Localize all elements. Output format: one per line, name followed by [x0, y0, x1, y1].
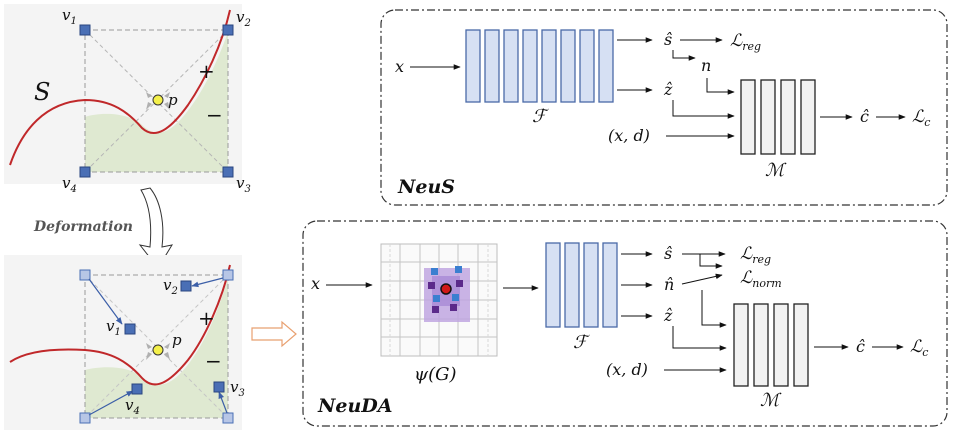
neus-encoder-mlp — [465, 29, 614, 103]
neus-z-hat: ẑ — [663, 80, 673, 99]
neuda-pipeline: NeuDA x — [302, 220, 948, 427]
neus-color-mlp — [740, 79, 816, 155]
label-v4: v4 — [62, 174, 77, 195]
vertex-v4 — [79, 166, 91, 178]
neuda-color-label: ℳ — [760, 390, 782, 411]
inside-sign-deformed: + — [198, 306, 215, 330]
neuda-loss-norm: ℒnorm — [740, 268, 782, 290]
surface-curve — [9, 9, 231, 166]
label-v2: v2 — [236, 8, 251, 29]
neuda-view-input: (x, d) — [606, 360, 648, 379]
neuda-c-hat: ĉ — [856, 337, 865, 356]
neus-loss-c: ℒc — [912, 107, 930, 129]
deformation-arrow: Deformation — [33, 187, 174, 269]
moved-vertex-v4 — [131, 383, 143, 395]
neus-loss-reg: ℒreg — [730, 31, 761, 53]
neuda-loss-reg: ℒreg — [740, 244, 771, 266]
vertex-v2 — [222, 24, 234, 36]
neuda-loss-c: ℒc — [910, 337, 928, 359]
neus-s-hat: ŝ — [664, 30, 672, 49]
left-bottom-panel: v2 v1 v3 v4 p + − — [4, 255, 245, 430]
grid-label: ψ(G) — [414, 364, 457, 385]
left-top-panel: S v1 v2 v4 v3 p + − — [4, 4, 251, 195]
outside-sign-deformed: − — [205, 349, 222, 373]
label-v3-deformed: v3 — [230, 378, 245, 399]
vertex-v1 — [79, 24, 91, 36]
label-v3: v3 — [236, 174, 251, 195]
neuda-z-hat: ẑ — [663, 306, 673, 325]
outside-sign: − — [206, 103, 223, 127]
neus-title: NeuS — [397, 176, 455, 198]
grid-query-point — [440, 283, 452, 295]
neuda-encoder-mlp — [545, 242, 618, 328]
neuda-encoder-label: ℱ — [573, 332, 590, 353]
moved-vertex-v1 — [124, 323, 136, 335]
query-point — [146, 92, 170, 110]
deformable-grid — [380, 243, 498, 357]
inside-sign: + — [198, 59, 215, 83]
to-neuda-arrow — [251, 320, 297, 348]
neus-view-input: (x, d) — [608, 126, 650, 145]
neuda-s-hat: ŝ — [664, 244, 672, 263]
label-p-deformed: p — [172, 331, 182, 349]
neus-input-x: x — [395, 57, 404, 76]
label-v1-deformed: v1 — [106, 317, 121, 338]
label-v1: v1 — [62, 6, 77, 27]
neus-encoder-label: ℱ — [532, 106, 549, 127]
neuda-n-hat: n̂ — [664, 275, 674, 294]
inside-region — [85, 32, 228, 172]
neus-pipeline: NeuS x ℱ ŝ ℒreg n ẑ (x, d) — [380, 9, 948, 206]
surface-curve-deformed — [9, 264, 231, 386]
vertex-v3 — [222, 166, 234, 178]
neuda-color-mlp — [733, 303, 809, 387]
deformation-label: Deformation — [33, 219, 133, 235]
label-v4-deformed: v4 — [125, 396, 140, 417]
query-point-deformed — [146, 343, 170, 360]
neus-c-hat: ĉ — [860, 107, 869, 126]
neuda-input-x: x — [311, 274, 320, 293]
moved-vertex-v2 — [180, 280, 192, 292]
surface-label: S — [34, 78, 50, 106]
neuda-title: NeuDA — [317, 395, 393, 417]
inside-region-deformed — [85, 278, 228, 418]
moved-vertex-v3 — [213, 381, 225, 393]
neus-color-label: ℳ — [765, 160, 787, 181]
label-v2-deformed: v2 — [163, 276, 178, 297]
neus-n: n — [701, 56, 711, 75]
label-p: p — [168, 91, 178, 109]
